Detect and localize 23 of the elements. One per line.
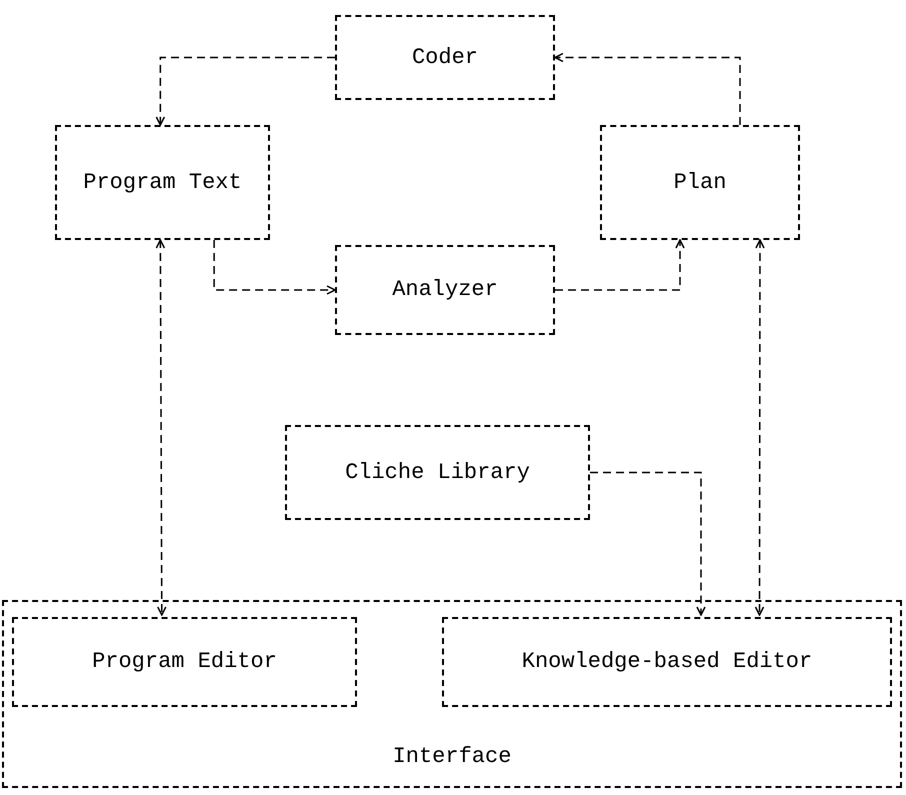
arrow [213,240,336,295]
box-label: Knowledge-based Editor [520,648,814,676]
box-label: Program Editor [91,648,278,676]
arrow [156,56,335,126]
box-label: Interface [392,742,512,770]
component-box [600,125,800,240]
component-box [442,617,892,707]
arrow [590,472,706,616]
box-label: Analyzer [391,276,499,304]
arrow [554,52,741,125]
component-box [335,245,555,335]
interface-panel [2,600,902,788]
arrow [555,239,685,291]
component-box [335,15,555,100]
component-box [55,125,270,240]
box-label: Cliche Library [344,458,531,486]
component-box [285,425,590,520]
component-box [12,617,357,707]
arrow [156,239,167,616]
box-label: Plan [672,168,728,196]
box-label: Coder [410,44,479,72]
arrow [754,239,765,616]
box-label: Program Text [82,168,243,196]
